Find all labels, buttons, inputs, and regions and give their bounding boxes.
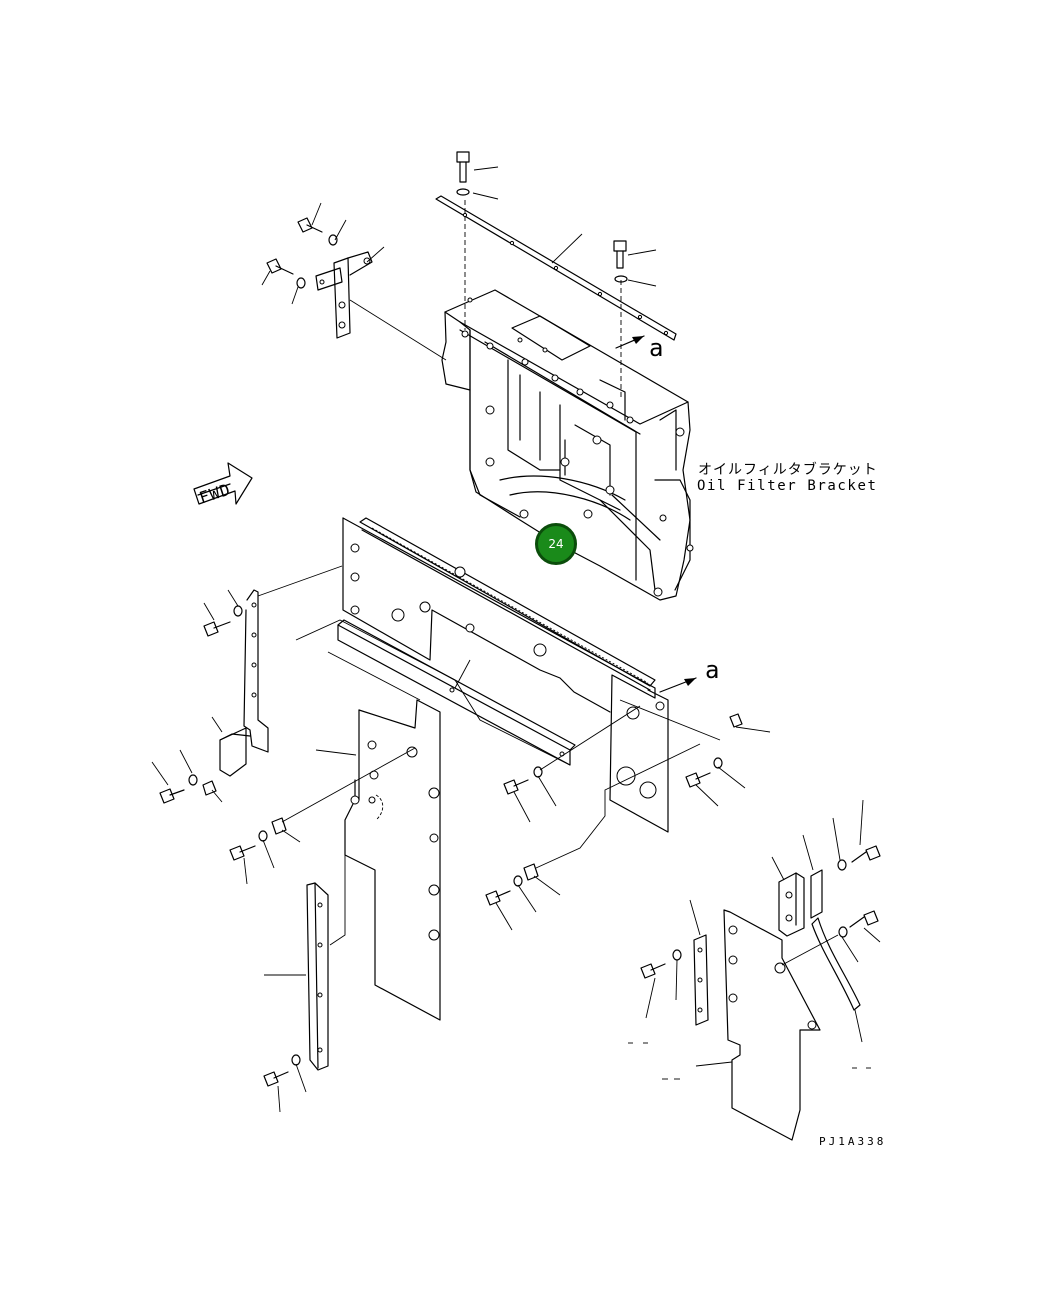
bracket-label-english: Oil Filter Bracket xyxy=(697,478,878,494)
fwd-arrow-icon xyxy=(193,462,253,505)
callout-marker-24[interactable]: 24 xyxy=(535,523,577,565)
fasteners xyxy=(159,605,881,1087)
cover-plates xyxy=(219,517,721,1071)
leader-lines-lower xyxy=(151,589,881,1113)
top-bolts xyxy=(266,151,628,289)
lower-right-parts xyxy=(693,869,861,1141)
leader-lines-top xyxy=(261,166,657,305)
bracket-label-japanese: オイルフィルタブラケット xyxy=(698,462,878,478)
oil-filter-bracket xyxy=(315,195,694,601)
view-marker-a-top: a xyxy=(649,334,664,362)
view-marker-a-bottom: a xyxy=(705,656,720,684)
drawing-code: PJ1A338 xyxy=(819,1135,887,1148)
